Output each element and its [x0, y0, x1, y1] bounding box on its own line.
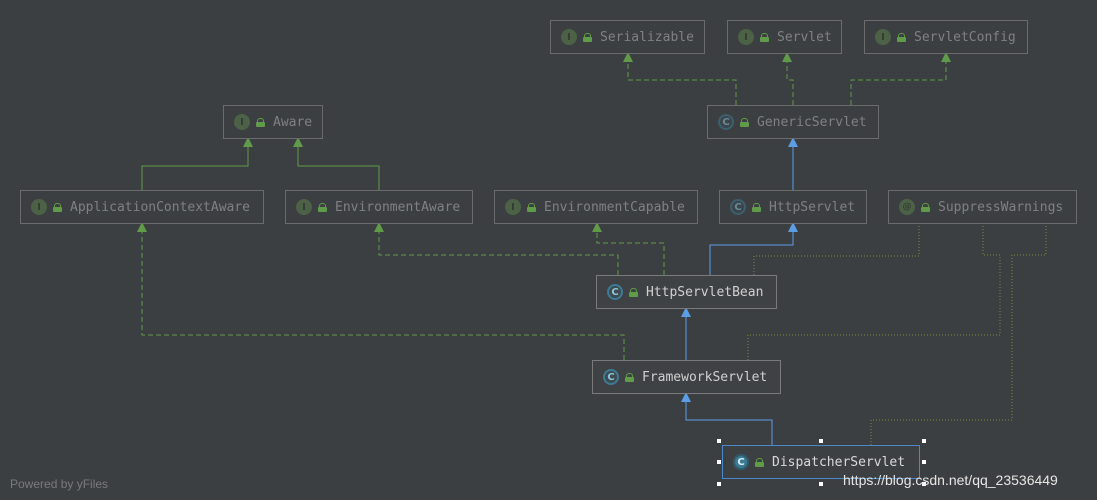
selection-handle[interactable] [819, 482, 823, 486]
edge-http-servlet-bean-to-http-servlet [709, 232, 794, 275]
node-generic-servlet[interactable]: C GenericServlet [707, 105, 879, 139]
selection-handle[interactable] [922, 460, 926, 464]
class-icon: C [733, 454, 749, 470]
edge-http-servlet-bean-to-suppress-warnings [753, 224, 920, 275]
node-label: GenericServlet [757, 114, 867, 130]
abstract-class-icon: C [730, 199, 746, 215]
interface-icon: I [31, 199, 47, 215]
arrowhead-environment-aware-to-aware [293, 137, 303, 147]
node-servlet[interactable]: I Servlet [727, 20, 842, 54]
edge-generic-servlet-to-serializable [627, 62, 737, 105]
arrowhead-http-servlet-bean-to-environment-aware [374, 222, 384, 232]
edge-http-servlet-bean-to-environment-capable [596, 232, 665, 275]
edge-application-context-aware-to-aware [141, 147, 249, 190]
interface-icon: I [875, 29, 891, 45]
node-label: HttpServlet [769, 199, 856, 215]
node-aware[interactable]: I Aware [223, 105, 323, 139]
node-environment-aware[interactable]: I EnvironmentAware [285, 190, 473, 224]
edge-http-servlet-bean-to-environment-aware [378, 232, 619, 275]
lock-icon [625, 372, 634, 382]
interface-icon: I [738, 29, 754, 45]
arrowhead-framework-servlet-to-application-context-aware [137, 222, 147, 232]
selection-handle[interactable] [922, 482, 926, 486]
edge-environment-aware-to-aware [297, 147, 380, 190]
selection-handle[interactable] [819, 439, 823, 443]
arrowhead-http-servlet-to-generic-servlet [788, 137, 798, 147]
interface-icon: I [296, 199, 312, 215]
abstract-class-icon: C [603, 369, 619, 385]
lock-icon [897, 32, 906, 42]
edge-framework-servlet-to-suppress-warnings [747, 224, 1001, 360]
arrowhead-generic-servlet-to-serializable [623, 52, 633, 62]
arrowhead-dispatcher-servlet-to-framework-servlet [681, 392, 691, 402]
node-label: EnvironmentCapable [544, 199, 685, 215]
lock-icon [583, 32, 592, 42]
node-suppress-warnings[interactable]: @ SuppressWarnings [888, 190, 1077, 224]
annotation-icon: @ [899, 199, 915, 215]
edge-generic-servlet-to-servlet [786, 62, 794, 105]
abstract-class-icon: C [607, 284, 623, 300]
node-label: EnvironmentAware [335, 199, 461, 215]
node-label: DispatcherServlet [772, 454, 906, 470]
lock-icon [760, 32, 769, 42]
node-label: SuppressWarnings [938, 199, 1064, 215]
node-label: Aware [273, 114, 313, 130]
selection-handle[interactable] [717, 439, 721, 443]
powered-by-label: Powered by yFiles [10, 477, 109, 491]
arrowhead-generic-servlet-to-servlet [782, 52, 792, 62]
node-http-servlet[interactable]: C HttpServlet [719, 190, 867, 224]
arrowhead-application-context-aware-to-aware [243, 137, 253, 147]
node-label: Serializable [600, 29, 694, 45]
node-serializable[interactable]: I Serializable [550, 20, 705, 54]
lock-icon [740, 117, 749, 127]
selection-handle[interactable] [717, 482, 721, 486]
node-dispatcher-servlet[interactable]: C DispatcherServlet [722, 445, 920, 479]
lock-icon [256, 117, 265, 127]
watermark-url: https://blog.csdn.net/qq_23536449 [843, 472, 1058, 488]
arrowhead-http-servlet-bean-to-environment-capable [592, 222, 602, 232]
lock-icon [921, 202, 930, 212]
node-label: ApplicationContextAware [70, 199, 251, 215]
edge-dispatcher-servlet-to-framework-servlet [685, 402, 773, 445]
lock-icon [527, 202, 536, 212]
arrowhead-http-servlet-bean-to-http-servlet [788, 222, 798, 232]
node-servlet-config[interactable]: I ServletConfig [864, 20, 1028, 54]
node-label: Servlet [777, 29, 832, 45]
lock-icon [318, 202, 327, 212]
lock-icon [755, 457, 764, 467]
arrowhead-framework-servlet-to-http-servlet-bean [681, 307, 691, 317]
lock-icon [629, 287, 638, 297]
selection-handle[interactable] [717, 460, 721, 464]
node-http-servlet-bean[interactable]: C HttpServletBean [596, 275, 777, 309]
interface-icon: I [505, 199, 521, 215]
selection-handle[interactable] [922, 439, 926, 443]
interface-icon: I [234, 114, 250, 130]
lock-icon [752, 202, 761, 212]
edge-generic-servlet-to-servlet-config [850, 62, 947, 105]
node-environment-capable[interactable]: I EnvironmentCapable [494, 190, 698, 224]
node-application-context-aware[interactable]: I ApplicationContextAware [20, 190, 264, 224]
lock-icon [53, 202, 62, 212]
node-label: ServletConfig [914, 29, 1016, 45]
edge-framework-servlet-to-application-context-aware [141, 232, 625, 360]
node-label: FrameworkServlet [642, 369, 768, 385]
arrowhead-generic-servlet-to-servlet-config [941, 52, 951, 62]
abstract-class-icon: C [718, 114, 734, 130]
node-framework-servlet[interactable]: C FrameworkServlet [592, 360, 781, 394]
node-label: HttpServletBean [646, 284, 764, 300]
interface-icon: I [561, 29, 577, 45]
